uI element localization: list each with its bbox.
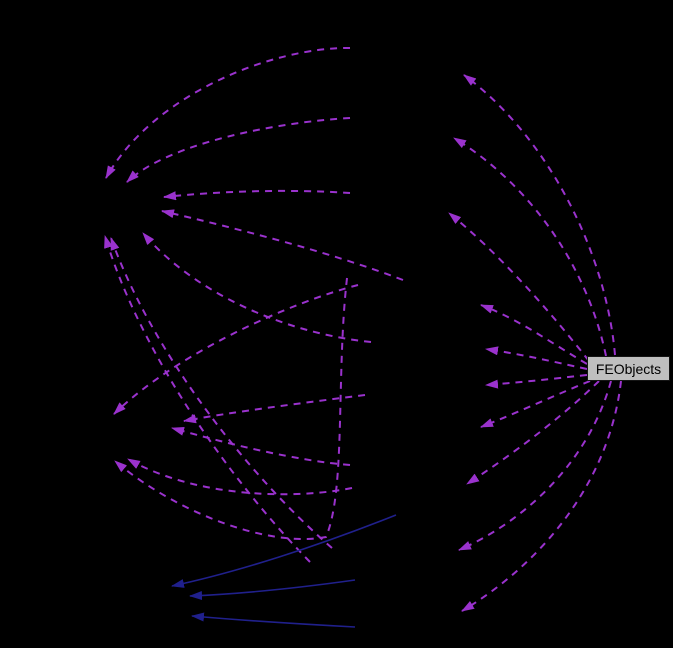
edge-inherit-1 [171,514,397,588]
edge-inherit-2 [189,579,356,600]
edge-hub-mid-10 [461,380,622,612]
edge-hub-mid-7 [480,380,591,428]
edge-left-arc-2 [126,117,351,183]
node-feobjects-label: FEObjects [595,360,662,377]
edge-left-diag-5 [142,232,372,343]
edge-hub-mid-4 [480,304,588,365]
edge-hub-mid-2 [453,137,607,357]
edge-left-diag-9 [113,284,359,415]
edge-left-diag-6 [104,235,311,563]
edge-hub-mid-3 [448,212,590,362]
edge-left-line-3 [163,189,351,201]
edge-hub-mid-6 [485,374,588,389]
node-feobjects[interactable]: FEObjects [587,356,670,381]
edge-hub-mid-8 [466,380,600,485]
edge-left-diag-7 [110,237,333,549]
edge-left-arc-1 [105,46,351,179]
edge-left-line-12 [171,426,351,466]
edge-hub-mid-1 [463,74,616,356]
edge-hub-mid-9 [458,380,612,551]
edge-left-sweep-11 [127,458,353,496]
edge-hub-mid-5 [485,346,588,370]
edge-left-line-4 [161,209,404,281]
edge-inherit-3 [191,612,356,628]
edge-left-line-8 [183,394,366,424]
edge-left-sweep-10 [114,277,348,540]
